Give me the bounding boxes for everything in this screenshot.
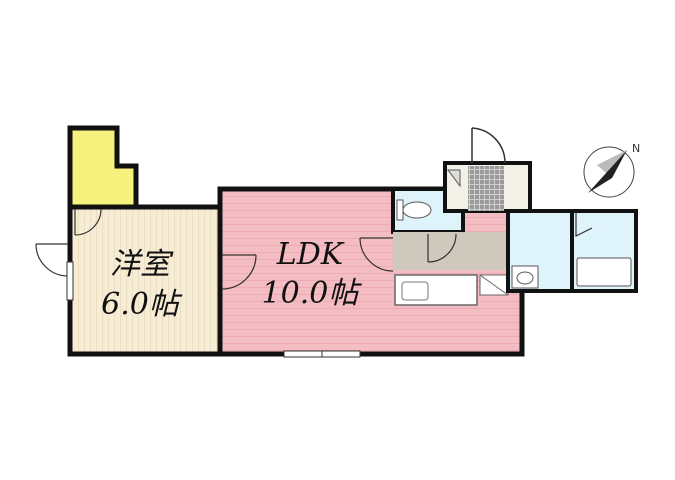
kitchen-sink	[401, 281, 429, 301]
western-room-floor	[70, 207, 220, 354]
balcony-door-west	[35, 243, 69, 277]
toilet-icon	[396, 199, 432, 221]
shoe-box	[447, 169, 461, 188]
entrance-door	[471, 127, 506, 164]
western-room-size: 6.0帖	[101, 287, 183, 322]
bathtub-icon	[576, 257, 632, 287]
closet-door	[74, 208, 102, 236]
bathroom-door	[575, 213, 593, 237]
ldk-room-size: 10.0帖	[262, 276, 363, 311]
ldk-window	[283, 350, 361, 358]
ldk-floor	[220, 189, 522, 354]
western-room-name: 洋室	[110, 247, 174, 282]
western-room-door	[221, 254, 257, 290]
toilet-door	[427, 233, 457, 263]
western-window	[66, 261, 74, 301]
compass-label: N	[632, 142, 640, 155]
washbasin-icon	[511, 265, 539, 289]
ldk-room-name: LDK	[276, 237, 345, 272]
ldk-to-hall-door	[359, 237, 394, 272]
compass-icon	[583, 146, 635, 198]
closet	[67, 125, 139, 210]
entrance-tile	[468, 166, 504, 211]
